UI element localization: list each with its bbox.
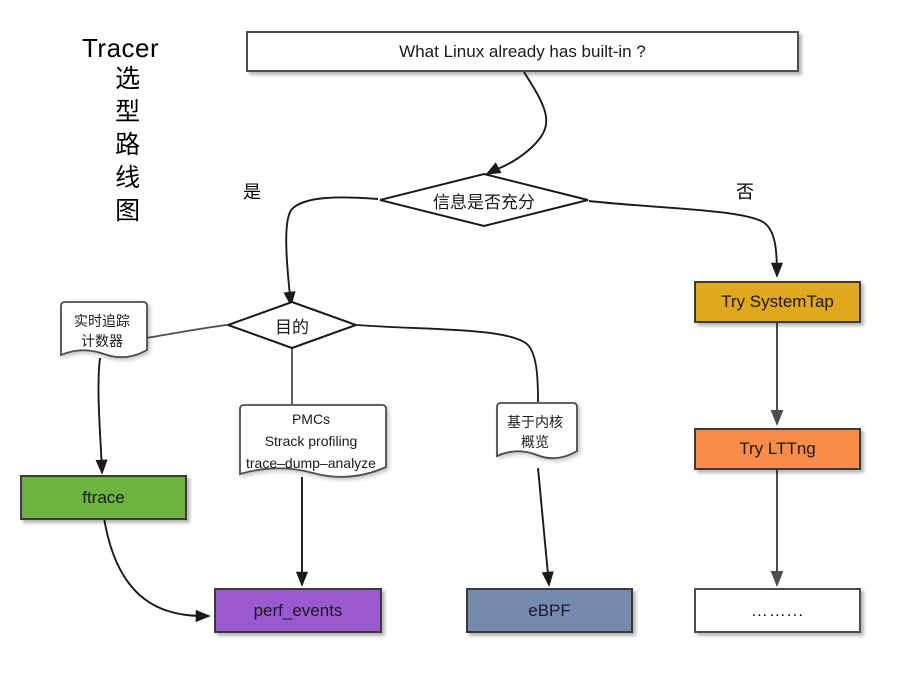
title-char-5: 图 xyxy=(115,196,141,225)
edge-label-yes-text: 是 xyxy=(243,182,261,202)
note-shape-pmcs xyxy=(239,404,387,478)
node-perf-events-label: perf_events xyxy=(253,600,343,620)
title-char-2: 型 xyxy=(115,97,141,126)
diamond-shape-purpose xyxy=(225,300,359,350)
edge-label-yes: 是 xyxy=(243,178,261,204)
edge-info-yes-to-purpose xyxy=(283,196,379,307)
edge-info-no-to-systemtap xyxy=(588,200,784,278)
node-perf-events[interactable]: perf_events xyxy=(214,588,382,633)
edge-purpose-to-note-realtime xyxy=(145,324,227,339)
edge-note-realtime-to-ftrace xyxy=(95,357,108,475)
node-question-label: What Linux already has built-in ? xyxy=(399,41,646,61)
node-ellipsis-label: ……... xyxy=(750,600,805,620)
title-char-4: 线 xyxy=(115,163,141,192)
node-lttng-label: Try LTTng xyxy=(739,439,816,458)
node-lttng[interactable]: Try LTTng xyxy=(694,428,861,470)
edge-label-no-text: 否 xyxy=(736,182,754,202)
title-vertical-text: 选 型 路 线 图 xyxy=(115,63,140,228)
node-decision-info[interactable]: 信息是否充分 xyxy=(378,172,590,228)
node-ftrace-label: ftrace xyxy=(82,487,125,507)
edge-question-to-info xyxy=(485,71,548,175)
node-systemtap[interactable]: Try SystemTap xyxy=(694,281,861,323)
diagram-title: Tracer 选 型 路 线 图 xyxy=(82,34,159,228)
edge-note-kernel-to-ebpf xyxy=(537,467,554,587)
edge-ftrace-to-perf xyxy=(103,517,211,623)
edge-purpose-to-note-kernel xyxy=(356,324,539,403)
title-char-1: 选 xyxy=(115,64,141,93)
title-main-text: Tracer xyxy=(82,33,160,63)
node-ebpf-label: eBPF xyxy=(528,600,571,620)
node-ellipsis[interactable]: ……... xyxy=(694,588,861,633)
node-decision-purpose[interactable]: 目的 xyxy=(225,300,359,350)
node-note-realtime[interactable]: 实时追踪 计数器 xyxy=(58,300,148,362)
node-note-kernel[interactable]: 基于内核 概览 xyxy=(494,401,578,463)
edge-label-no: 否 xyxy=(736,178,754,204)
note-shape-kernel xyxy=(496,402,578,460)
note-shape-realtime xyxy=(60,301,148,359)
node-systemtap-label: Try SystemTap xyxy=(721,292,834,311)
node-question[interactable]: What Linux already has built-in ? xyxy=(246,31,799,72)
node-note-pmcs[interactable]: PMCs Strack profiling trace–dump–analyze xyxy=(237,403,387,481)
diamond-shape-info xyxy=(379,172,589,228)
node-ftrace[interactable]: ftrace xyxy=(20,475,187,520)
title-char-3: 路 xyxy=(115,130,141,159)
node-ebpf[interactable]: eBPF xyxy=(466,588,633,633)
